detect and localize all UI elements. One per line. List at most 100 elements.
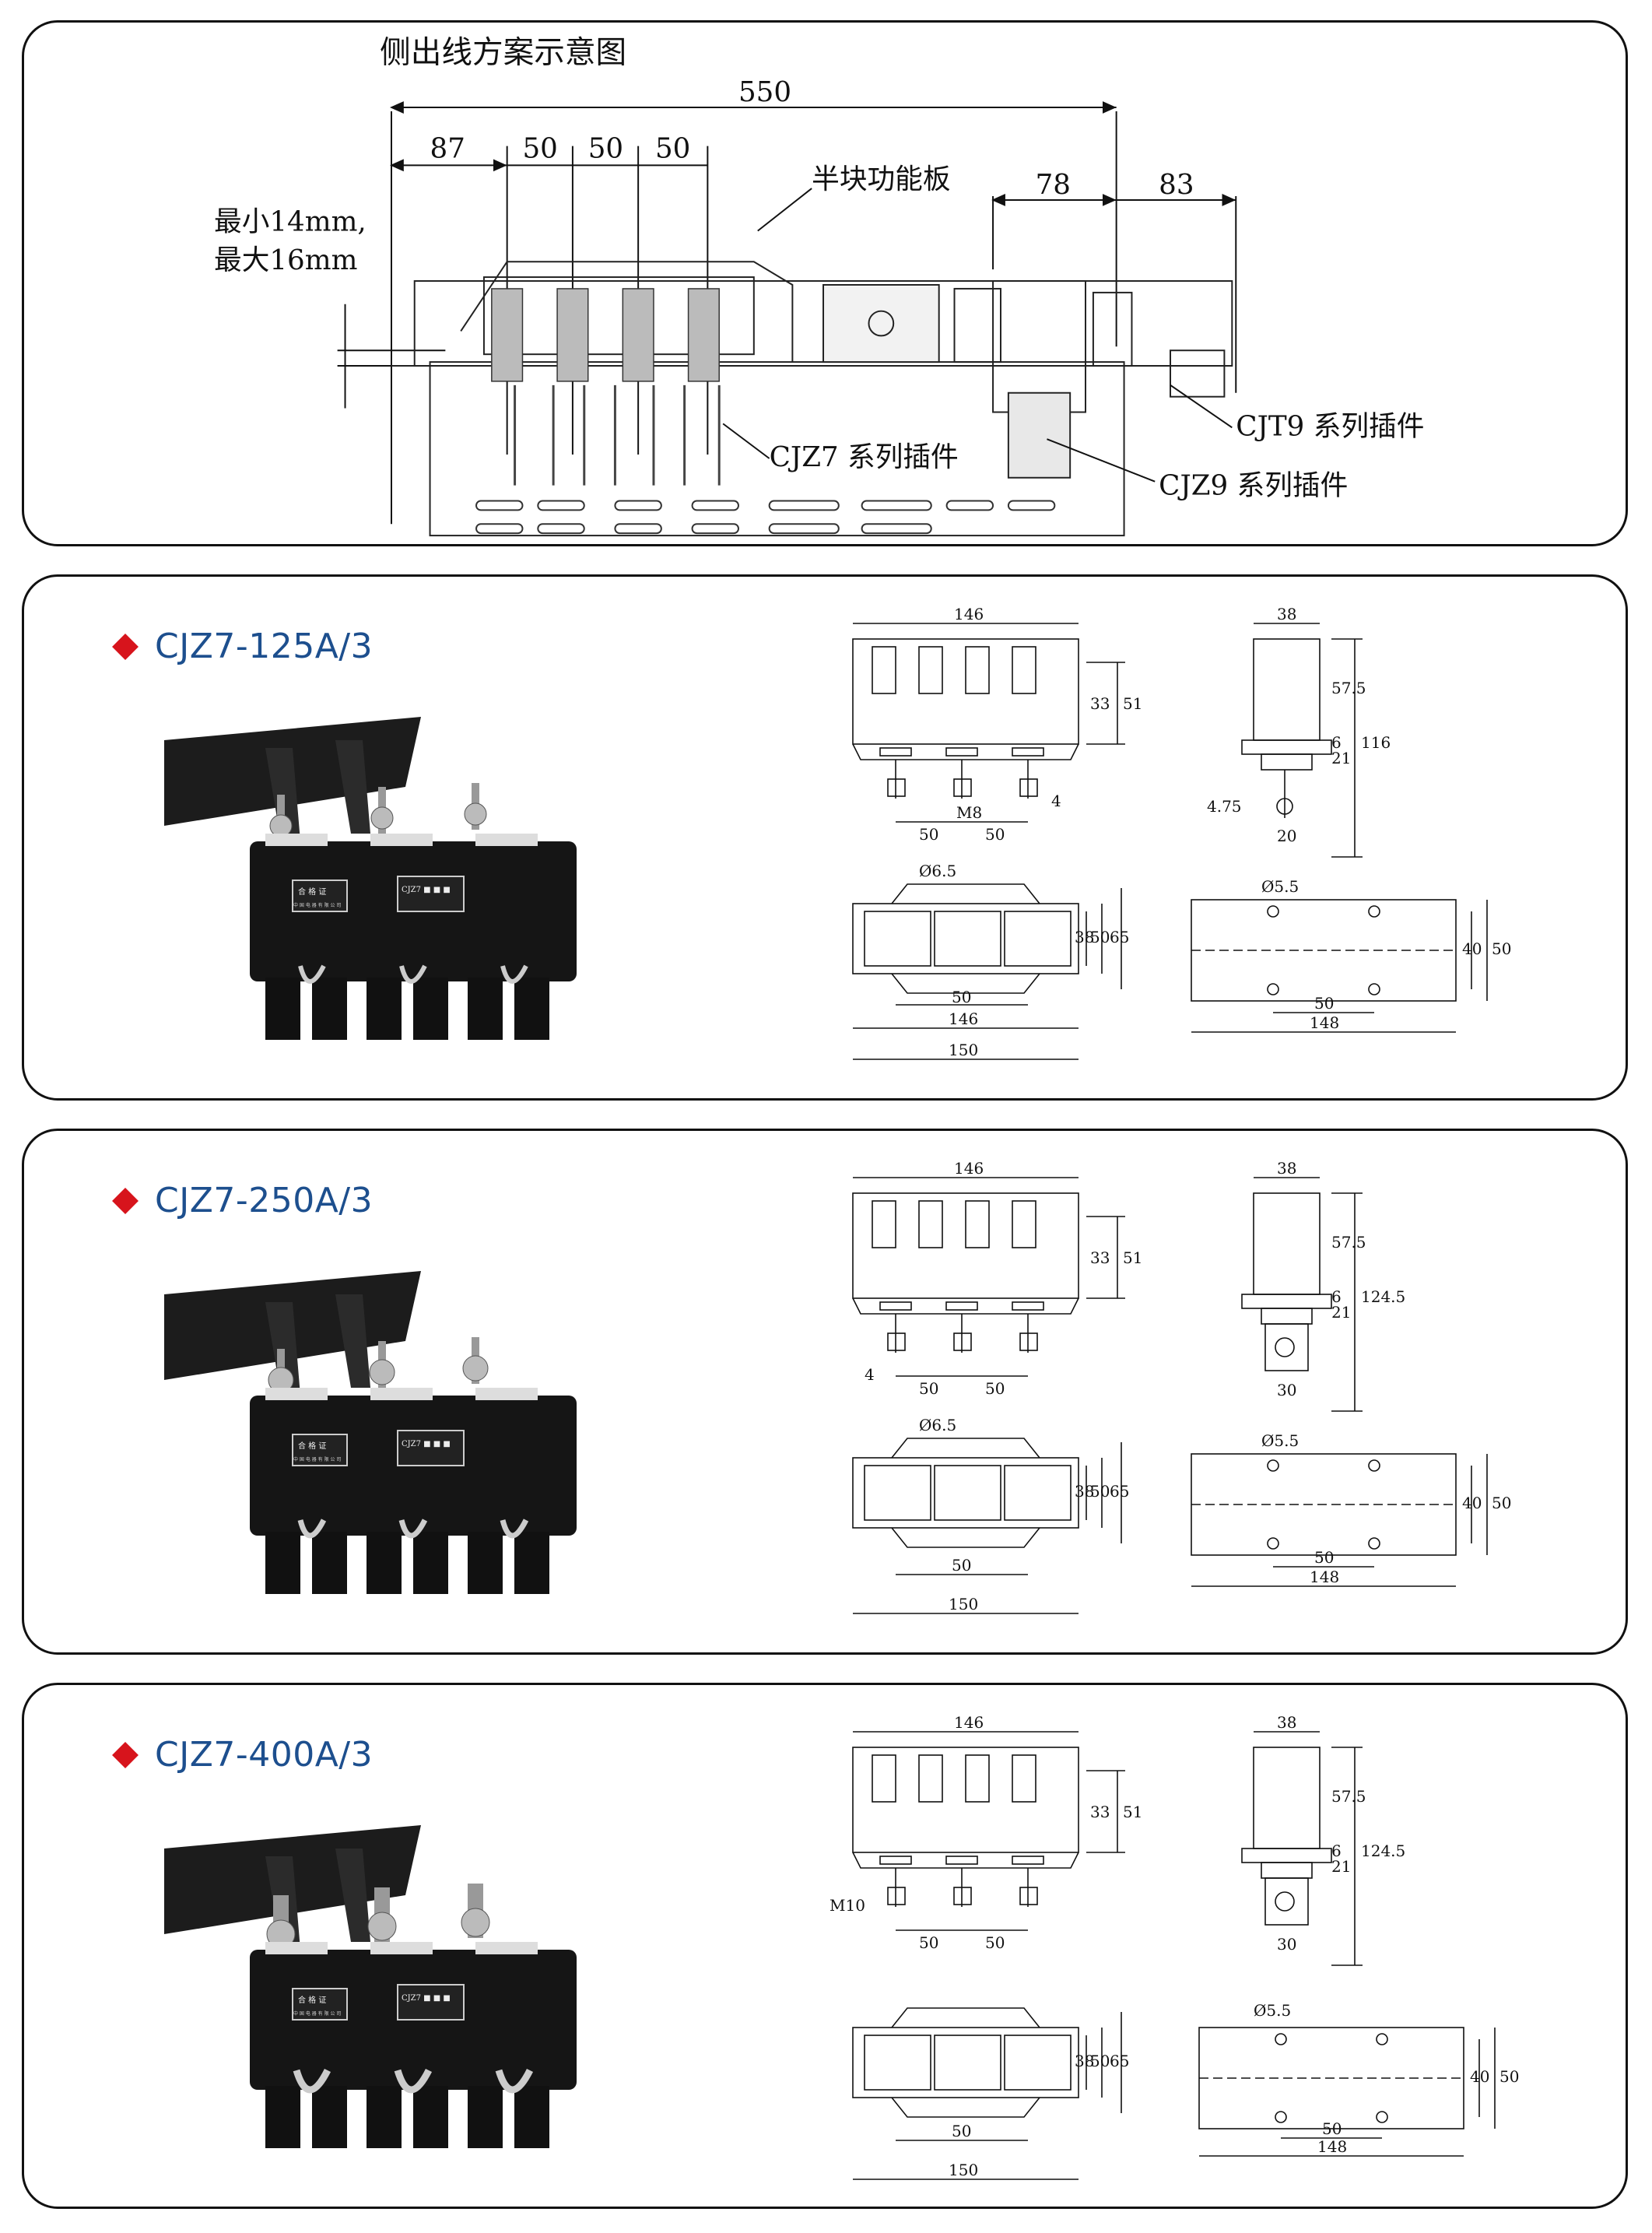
dim-50-a: 50 bbox=[522, 132, 557, 164]
dim-plan-h2: 50 bbox=[1090, 2052, 1110, 2070]
dim-front-width: 146 bbox=[954, 1713, 984, 1732]
nameplate-label: CJZ7 ■ ■ ■ bbox=[402, 1994, 451, 2003]
dim-front-h2: 51 bbox=[1123, 1248, 1142, 1267]
dim-side-top: 38 bbox=[1277, 1159, 1296, 1178]
dim-plan-h3: 65 bbox=[1110, 1482, 1129, 1501]
dim-front-h1: 33 bbox=[1090, 694, 1110, 713]
dim-cutout-hole: Ø5.5 bbox=[1254, 2001, 1291, 2020]
dim-front-p1: 50 bbox=[919, 825, 938, 844]
dim-cutout-h1: 40 bbox=[1462, 1494, 1482, 1512]
product-title: CJZ7-125A/3 bbox=[112, 627, 374, 666]
product-panel-125a: CJZ7-125A/3 合 格 证 中 国 电 器 有 限 公 司 CJZ7 ■… bbox=[22, 574, 1628, 1101]
dim-side-h2: 21 bbox=[1331, 1857, 1351, 1876]
dim-78: 78 bbox=[1036, 169, 1071, 201]
dim-plan-h3: 65 bbox=[1110, 928, 1129, 946]
dim-front-h2: 51 bbox=[1123, 1803, 1142, 1821]
dim-side-total: 124.5 bbox=[1361, 1287, 1405, 1306]
cert-label: 合 格 证 bbox=[298, 1995, 326, 2005]
dim-side-h1: 57.5 bbox=[1331, 679, 1366, 697]
gap-note-line2: 最大16mm bbox=[214, 244, 357, 276]
dim-side-top: 38 bbox=[1277, 605, 1296, 623]
nameplate-label: CJZ7 ■ ■ ■ bbox=[402, 886, 451, 894]
dim-front-bolt: M10 bbox=[830, 1896, 865, 1915]
label-cjz9-plugin: CJZ9 系列插件 bbox=[1159, 470, 1348, 502]
dim-front-width: 146 bbox=[954, 605, 984, 623]
dim-plan-pitch: 50 bbox=[952, 2122, 971, 2140]
label-cjz7-plugin: CJZ7 系列插件 bbox=[770, 441, 959, 473]
dim-cutout-pitch: 50 bbox=[1322, 2119, 1342, 2138]
dim-side-offset: 4.75 bbox=[1207, 797, 1242, 816]
dim-front-small: 4 bbox=[1051, 792, 1061, 810]
dim-side-top: 38 bbox=[1277, 1713, 1296, 1732]
dim-cutout-h1: 40 bbox=[1470, 2067, 1489, 2086]
dim-50-b: 50 bbox=[588, 132, 623, 164]
dim-cutout-h2: 50 bbox=[1492, 1494, 1511, 1512]
dim-front-h2: 51 bbox=[1123, 694, 1142, 713]
dim-side-base: 30 bbox=[1277, 1935, 1296, 1954]
dim-cutout-pitch: 50 bbox=[1314, 994, 1334, 1013]
dim-plan-pitch: 50 bbox=[952, 988, 971, 1006]
dim-side-h3: 6 bbox=[1331, 733, 1342, 752]
dim-front-p2: 50 bbox=[985, 1933, 1005, 1952]
dim-front-p1: 50 bbox=[919, 1379, 938, 1398]
product-title-text: CJZ7-400A/3 bbox=[155, 1735, 374, 1775]
dim-front-h1: 33 bbox=[1090, 1248, 1110, 1267]
dim-plan-w2: 150 bbox=[949, 1041, 978, 1059]
dim-side-h3: 6 bbox=[1331, 1842, 1342, 1860]
dim-side-h1: 57.5 bbox=[1331, 1233, 1366, 1252]
dim-cutout-width: 148 bbox=[1310, 1568, 1339, 1586]
gap-note-line1: 最小14mm, bbox=[214, 206, 367, 238]
dim-87: 87 bbox=[430, 132, 465, 164]
dim-side-h1: 57.5 bbox=[1331, 1787, 1366, 1806]
product-photo: 合 格 证 中 国 电 器 有 限 公 司 CJZ7 ■ ■ ■ bbox=[164, 717, 577, 1040]
diamond-bullet-icon bbox=[112, 1741, 139, 1768]
overview-title: 侧出线方案示意图 bbox=[380, 35, 626, 71]
dim-plan-hole: Ø6.5 bbox=[919, 862, 956, 880]
dim-cutout-h1: 40 bbox=[1462, 939, 1482, 958]
nameplate-label: CJZ7 ■ ■ ■ bbox=[402, 1440, 451, 1448]
dim-front-width: 146 bbox=[954, 1159, 984, 1178]
dim-plan-h1: 38 bbox=[1075, 2052, 1094, 2070]
dim-cutout-h2: 50 bbox=[1492, 939, 1511, 958]
diamond-bullet-icon bbox=[112, 1187, 139, 1214]
product-title-text: CJZ7-125A/3 bbox=[155, 627, 374, 666]
dim-plan-pitch: 50 bbox=[952, 1556, 971, 1575]
dim-side-total: 124.5 bbox=[1361, 1842, 1405, 1860]
dim-side-base: 30 bbox=[1277, 1381, 1296, 1399]
dim-front-bolt: M8 bbox=[956, 803, 982, 822]
dim-plan-w2: 150 bbox=[949, 2161, 978, 2179]
product-panel-400a: CJZ7-400A/3 合 格 证 中 国 电 器 有 限 公 司 CJZ7 ■… bbox=[22, 1683, 1628, 2209]
dim-side-h3: 6 bbox=[1331, 1287, 1342, 1306]
dim-front-h1: 33 bbox=[1090, 1803, 1110, 1821]
dim-front-p2: 50 bbox=[985, 825, 1005, 844]
dim-front-small: 4 bbox=[865, 1365, 875, 1384]
dim-cutout-hole: Ø5.5 bbox=[1261, 1431, 1299, 1450]
dim-side-h2: 21 bbox=[1331, 749, 1351, 767]
side-outlet-diagram: 侧出线方案示意图 550 87 50 50 50 78 83 最小14mm, 最… bbox=[214, 35, 1424, 537]
product-title-text: CJZ7-250A/3 bbox=[155, 1181, 374, 1220]
dim-plan-h3: 65 bbox=[1110, 2052, 1129, 2070]
company-label: 中 国 电 器 有 限 公 司 bbox=[293, 2010, 341, 2017]
dimension-drawing: 146 33 51 50 50 M10 38 57.5 21 6 124.5 3… bbox=[830, 1713, 1519, 2180]
cert-label: 合 格 证 bbox=[298, 1441, 326, 1451]
product-panel-250a: CJZ7-250A/3 合 格 证 中 国 电 器 有 限 公 司 CJZ7 ■… bbox=[22, 1129, 1628, 1655]
dim-50-c: 50 bbox=[655, 132, 690, 164]
label-cjt9-plugin: CJT9 系列插件 bbox=[1236, 410, 1424, 442]
dim-plan-w2: 150 bbox=[949, 1595, 978, 1613]
dim-plan-h1: 38 bbox=[1075, 1482, 1094, 1501]
dim-side-total: 116 bbox=[1361, 733, 1391, 752]
dim-cutout-width: 148 bbox=[1317, 2137, 1347, 2156]
product-title: CJZ7-400A/3 bbox=[112, 1735, 374, 1775]
product-photo: 合 格 证 中 国 电 器 有 限 公 司 CJZ7 ■ ■ ■ bbox=[164, 1271, 577, 1594]
dim-plan-h2: 50 bbox=[1090, 1482, 1110, 1501]
dim-plan-h2: 50 bbox=[1090, 928, 1110, 946]
dim-side-h2: 21 bbox=[1331, 1303, 1351, 1322]
dim-cutout-pitch: 50 bbox=[1314, 1548, 1334, 1567]
label-half-board: 半块功能板 bbox=[812, 163, 950, 195]
dimension-drawing: 146 33 51 50 50 4 38 57.5 21 6 124.5 30 … bbox=[852, 1159, 1511, 1614]
diamond-bullet-icon bbox=[112, 633, 139, 660]
overview-panel: 侧出线方案示意图 550 87 50 50 50 78 83 最小14mm, 最… bbox=[22, 20, 1628, 546]
company-label: 中 国 电 器 有 限 公 司 bbox=[293, 902, 341, 908]
company-label: 中 国 电 器 有 限 公 司 bbox=[293, 1456, 341, 1462]
